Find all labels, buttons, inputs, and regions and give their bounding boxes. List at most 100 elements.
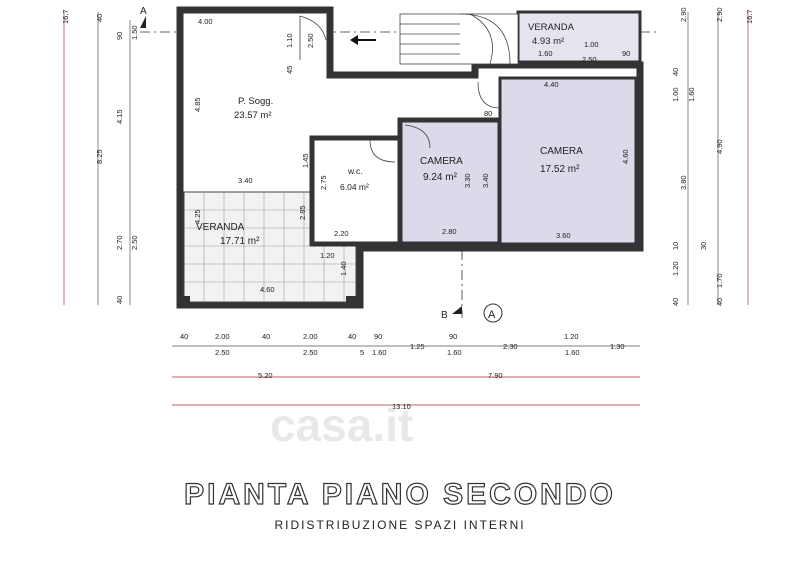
room-name: CAMERA [420,156,463,167]
dim-label: 4.00 [198,17,213,26]
dim-label: 45 [285,66,294,74]
dim-label: 40 [671,298,680,306]
dim-label: 90 [622,49,630,58]
dim-label: 1.20 [564,332,579,341]
room-wc [309,135,403,247]
dim-label: 2.90 [679,7,688,22]
dim-label: 90 [374,332,382,341]
room-area: 9.24 m² [423,172,458,183]
room-area: 17.71 m² [220,236,260,247]
plan-title: PIANTA PIANO SECONDO [184,477,616,511]
dim-label: 80 [484,109,492,118]
entrance-arrow-icon [350,35,376,45]
dim-label: 1.00 [671,87,680,102]
dim-label: 3.80 [679,175,688,190]
dim-label: 2.70 [115,235,124,250]
dim-label: 4.85 [193,97,202,112]
door-wc [369,139,396,163]
dim-label: 40 [262,332,270,341]
door-camera-small [404,124,431,149]
dim-label: 1.60 [447,348,462,357]
dim-label: 7.90 [488,371,503,380]
dim-label: 2.30 [503,342,518,351]
dim-label: 13.10 [392,402,411,411]
dim-label: 5 [360,348,364,357]
room-soggiorno [184,14,326,192]
column [346,296,358,306]
dim-label: 2.75 [319,175,328,190]
dim-label: 1.25 [410,342,425,351]
dim-label: 2.50 [582,55,597,64]
dim-label: 1.20 [320,251,335,260]
right-dimensions: 16.7 2.90 2.90 40 1.00 1.60 4.90 3.80 10… [671,7,754,306]
dim-label: 1.60 [687,87,696,102]
dim-label: 2.50 [306,33,315,48]
dim-label: 90 [449,332,457,341]
door-soggiorno [299,15,327,60]
room-name: VERANDA [528,22,575,33]
dim-label: 2.90 [715,7,724,22]
svg-text:B: B [441,310,448,321]
plan-subtitle: RIDISTRIBUZIONE SPAZI INTERNI [274,518,526,532]
room-name: VERANDA [196,222,245,233]
dim-label: 40 [671,68,680,76]
section-marker-a-circle: A [483,303,503,323]
dim-label: 16.7 [61,9,70,24]
dim-label: 2.50 [130,235,139,250]
dim-label: 5.20 [258,371,273,380]
section-marker-a-top: A [140,6,147,28]
dim-label: 1.70 [715,273,724,288]
dim-label: 2.20 [334,229,349,238]
dim-label: 2.85 [298,205,307,220]
room-area: 17.52 m² [540,164,580,175]
dim-label: 1.60 [372,348,387,357]
dim-label: 4.25 [193,209,202,224]
room-camera-small [397,117,503,247]
dim-label: 4.90 [715,139,724,154]
dim-label: 1.30 [610,342,625,351]
column [178,296,190,306]
room-name: w.c. [347,166,363,176]
dim-label: 3.60 [556,231,571,240]
dim-label: 2.00 [303,332,318,341]
dim-label: 2.00 [215,332,230,341]
dim-label: 1.50 [130,25,139,40]
dim-label: 1.40 [339,261,348,276]
dim-label: 1.45 [301,153,310,168]
room-name: P. Sogg. [238,96,273,107]
interior-dimensions: 4.00 1.10 2.50 45 4.85 3.40 1.45 2.75 2.… [193,17,630,294]
dim-label: 1.60 [538,49,553,58]
dim-label: 10 [671,242,680,250]
staircase [399,13,519,65]
section-marker-b: B [441,306,462,321]
room-camera-large [498,76,638,246]
dim-label: 2.50 [303,348,318,357]
dim-label: 4.60 [260,285,275,294]
dim-label: 4.60 [621,149,630,164]
dim-label: 1.20 [671,261,680,276]
room-area: 4.93 m² [532,36,564,47]
dim-label: 2.80 [442,227,457,236]
dim-label: 40 [715,298,724,306]
dim-label: 8.25 [95,149,104,164]
room-veranda-top [516,10,642,64]
dim-label: 40 [115,296,124,304]
dim-label: 40 [95,14,104,22]
dim-label: 40 [180,332,188,341]
dim-label: 90 [115,32,124,40]
room-area: 23.57 m² [234,110,272,121]
room-name: CAMERA [540,146,583,157]
door-camera-large [477,81,501,109]
dim-label: 4.15 [115,109,124,124]
dim-label: 1.00 [584,40,599,49]
dim-label: 1.60 [565,348,580,357]
dim-label: 2.50 [215,348,230,357]
outer-wall-thick [176,6,644,309]
svg-text:A: A [140,6,147,17]
svg-text:A: A [488,309,496,321]
dim-label: 1.10 [285,33,294,48]
room-area: 6.04 m² [340,182,369,192]
dim-label: 3.40 [481,173,490,188]
dim-label: 4.40 [544,80,559,89]
